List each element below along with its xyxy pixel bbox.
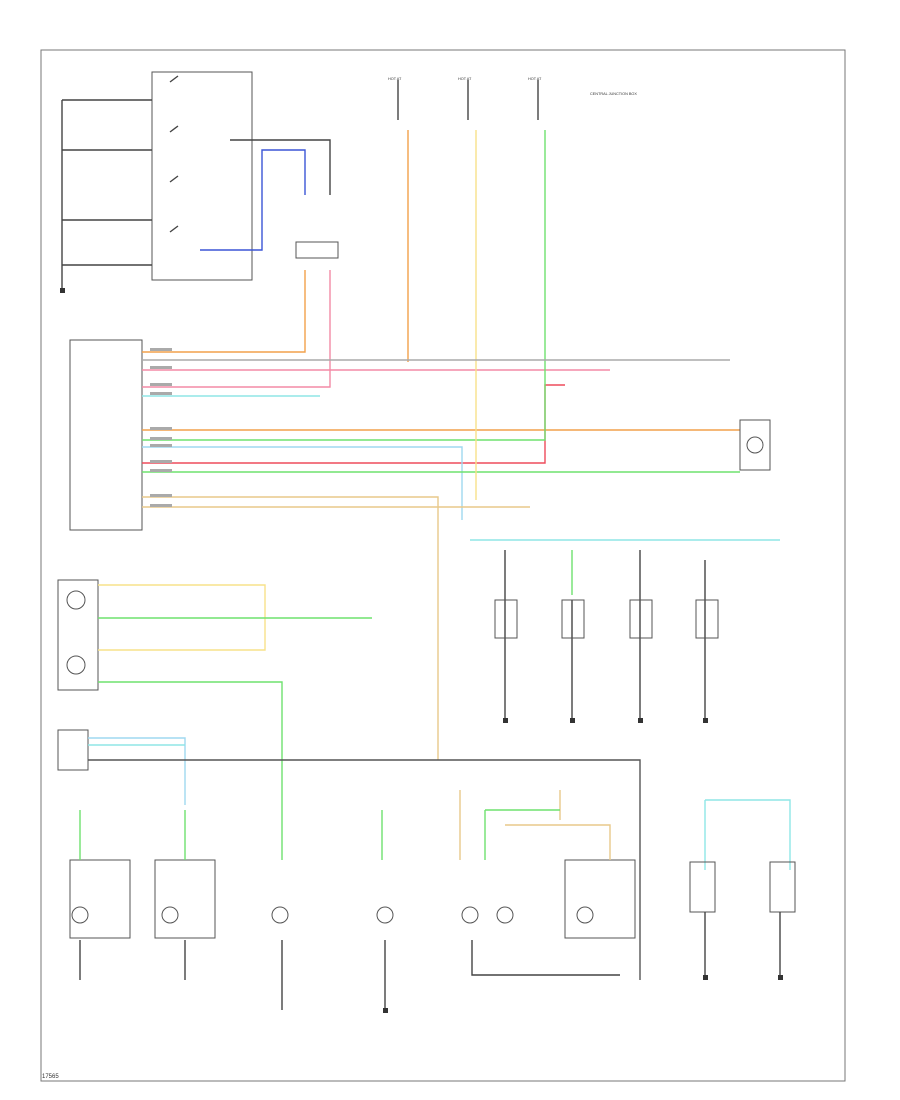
annotation-marks bbox=[150, 348, 172, 507]
footer-code: 17565 bbox=[42, 1074, 59, 1080]
lighting-control-module bbox=[69, 339, 143, 531]
connector-c1 bbox=[295, 241, 339, 259]
device-right-top bbox=[739, 419, 771, 471]
blue-wire bbox=[200, 149, 306, 251]
middle-lamp-group bbox=[494, 550, 719, 723]
green-wire-1 bbox=[142, 130, 546, 441]
note-text: CENTRAL JUNCTION BOX bbox=[590, 92, 637, 96]
lightblue-wire bbox=[142, 446, 463, 520]
cyan-bus-2 bbox=[704, 799, 791, 870]
red-wire bbox=[142, 384, 565, 464]
headlamp-switch-group bbox=[57, 579, 372, 860]
svg-text:HOT AT: HOT AT bbox=[458, 77, 472, 81]
pink-wire-2 bbox=[142, 270, 331, 388]
svg-text:HOT AT: HOT AT bbox=[388, 77, 402, 81]
diagram-frame bbox=[40, 49, 846, 1082]
dark-blue-wire bbox=[230, 139, 331, 195]
svg-text:HOT AT: HOT AT bbox=[528, 77, 542, 81]
fuse-feeds: HOT AT HOT AT HOT AT bbox=[388, 77, 542, 120]
tan-wire-1 bbox=[142, 496, 439, 760]
bottom-lamp-groups bbox=[69, 790, 796, 1013]
orange-wire-1 bbox=[142, 270, 306, 353]
sub-module bbox=[57, 729, 89, 771]
door-switch-cluster bbox=[60, 71, 253, 293]
